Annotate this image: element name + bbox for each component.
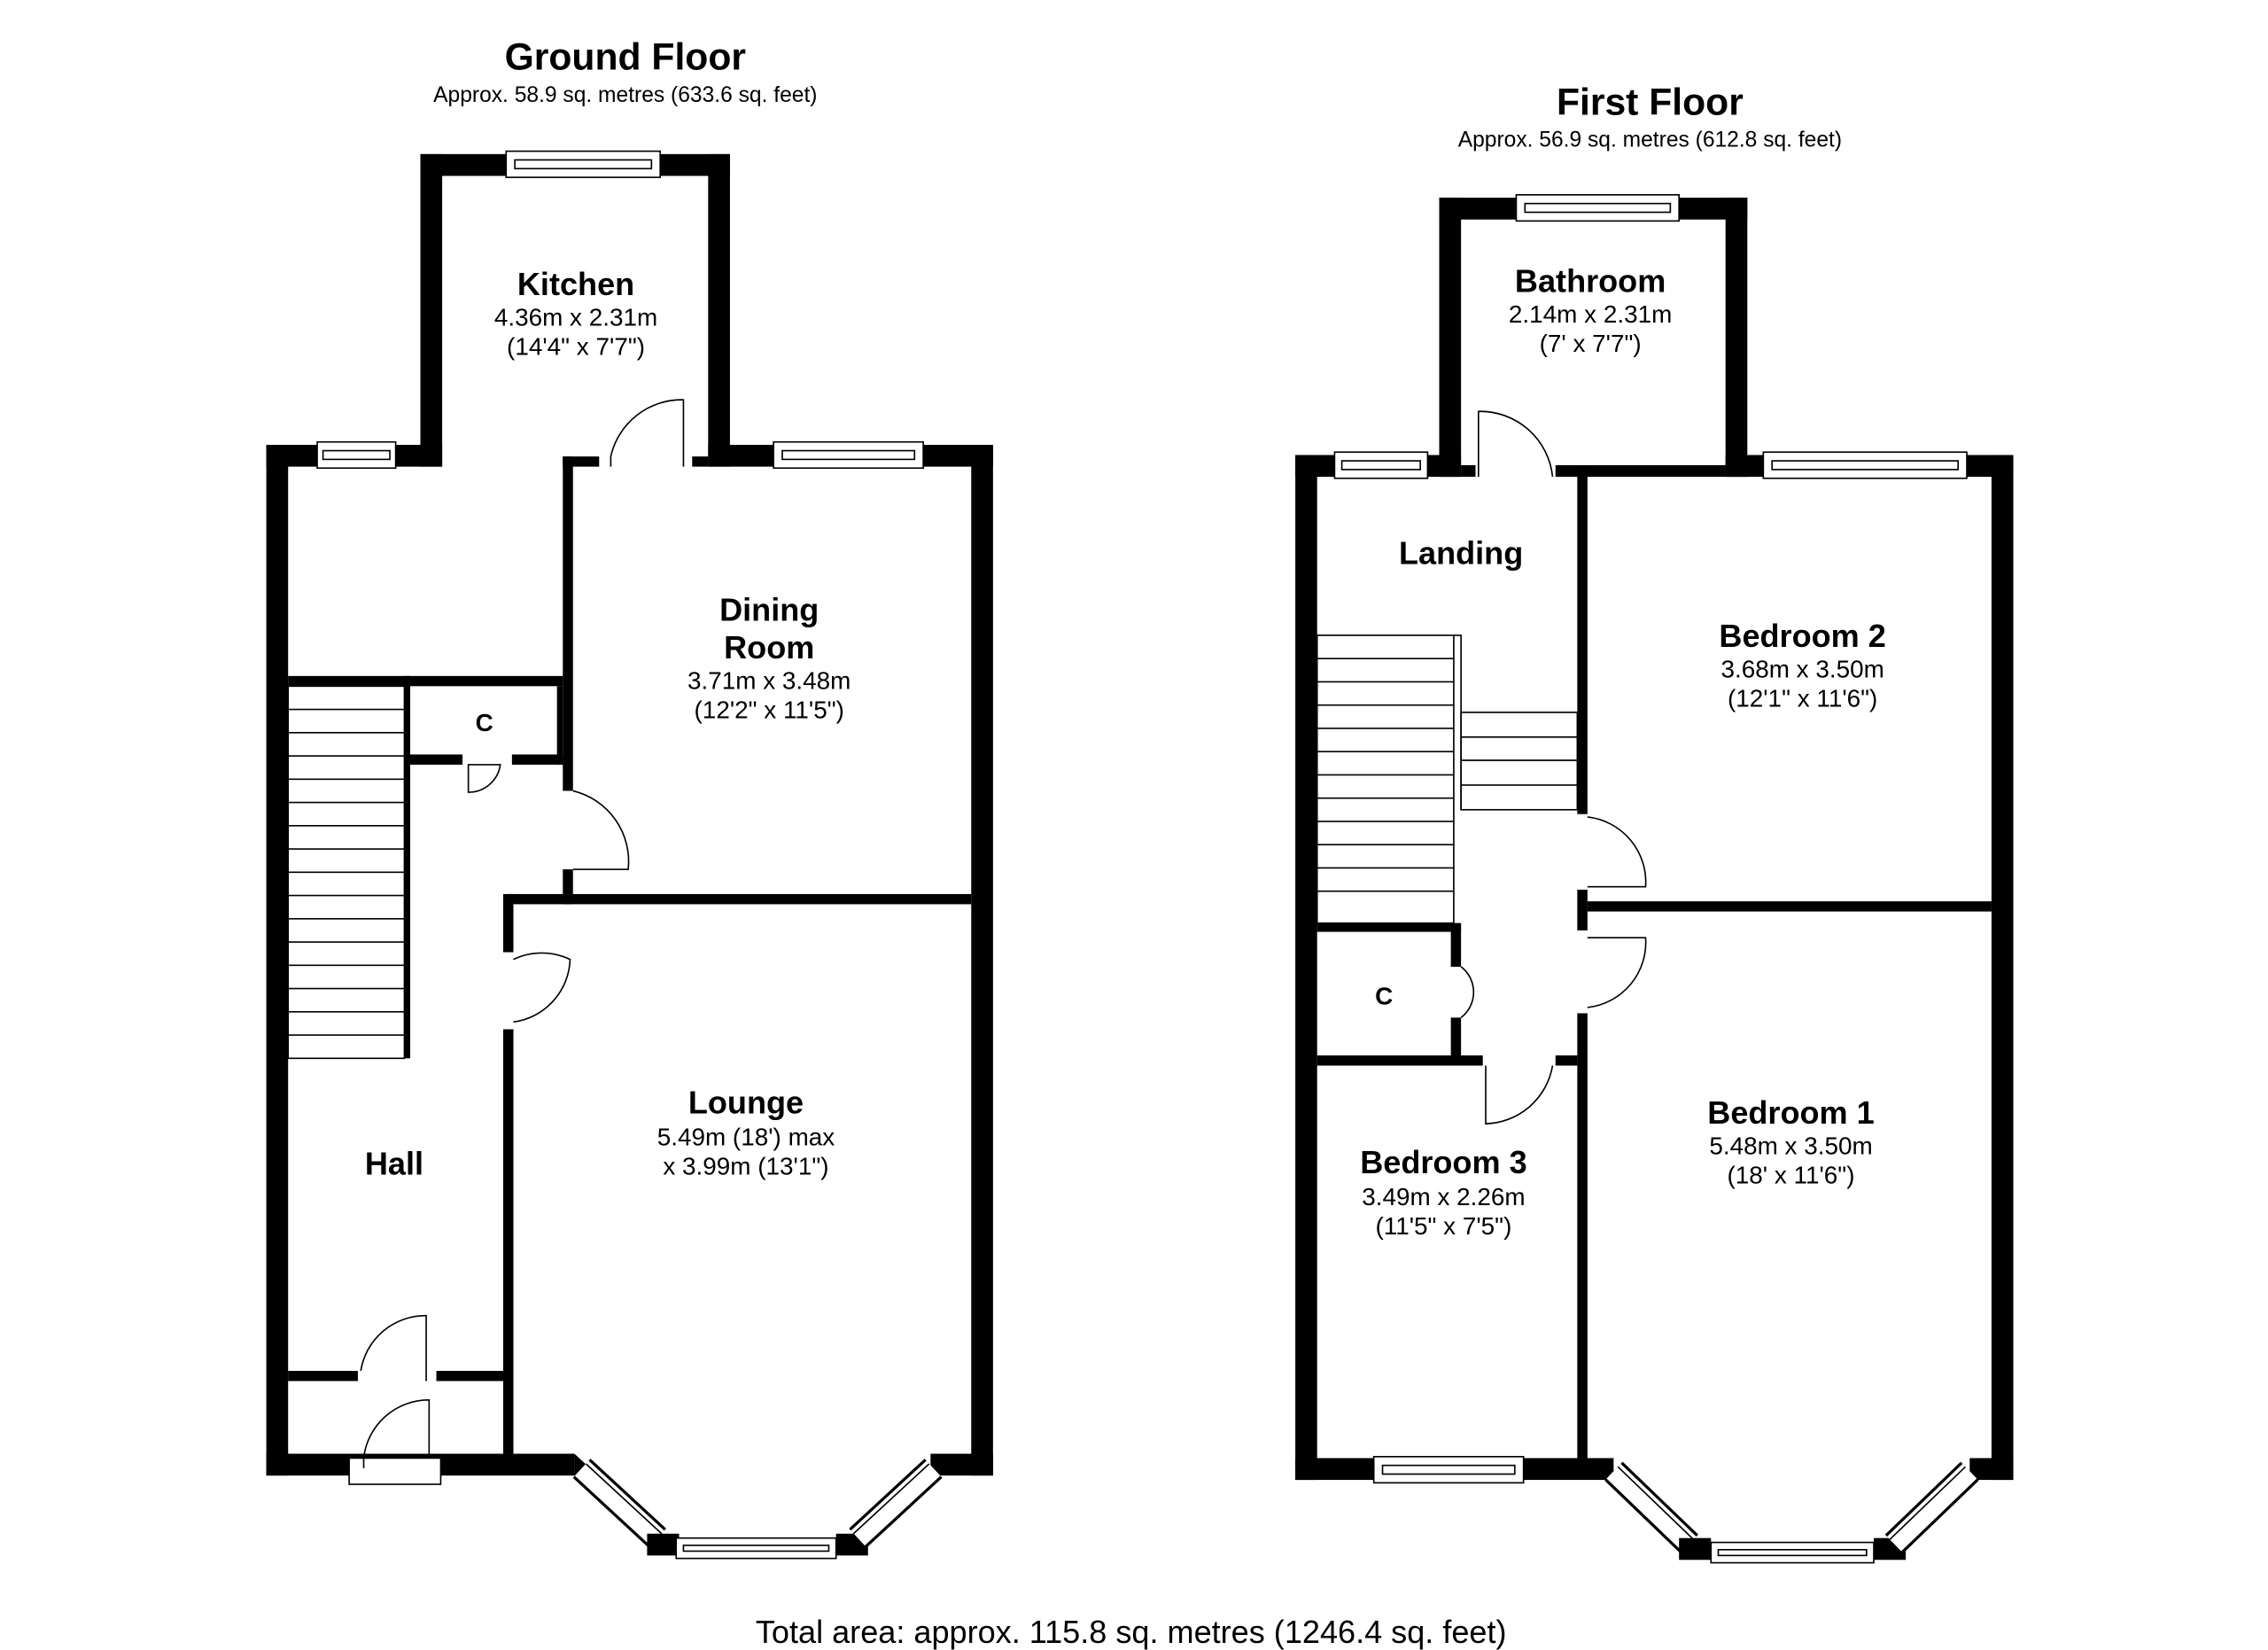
room-label-lounge: Lounge — [688, 1085, 804, 1121]
first-floor-area: Approx. 56.9 sq. metres (612.8 sq. feet) — [1458, 128, 1842, 152]
room-dim-bedroom-1-ft: (18' x 11'6") — [1728, 1161, 1855, 1188]
bay-window — [1604, 1461, 1979, 1564]
room-label-bathroom: Bathroom — [1515, 263, 1666, 300]
room-label-landing: Landing — [1399, 535, 1523, 572]
room-dim-bedroom-3-ft: (11'5" x 7'5") — [1375, 1212, 1511, 1240]
room-dim-dining-m: 3.71m x 3.48m — [687, 667, 850, 695]
room-dim-bedroom-2-ft: (12'1" x 11'6") — [1728, 684, 1877, 712]
room-dim-bedroom-2-m: 3.68m x 3.50m — [1720, 655, 1884, 682]
room-label-cupboard: C — [1375, 983, 1393, 1010]
window — [1762, 451, 1968, 479]
window — [1372, 1455, 1525, 1484]
room-dim-bathroom-m: 2.14m x 2.31m — [1509, 300, 1672, 328]
ground-floor-area: Approx. 58.9 sq. metres (633.6 sq. feet) — [433, 83, 817, 107]
room-dim-kitchen-ft: (14'4" x 7'7") — [507, 332, 645, 360]
room-dim-lounge-m: 5.49m (18') max — [657, 1124, 835, 1151]
room-label-bedroom-2: Bedroom 2 — [1719, 618, 1885, 654]
first-floor-plan: Bathroom 2.14m x 2.31m (7' x 7'7") Landi… — [1295, 194, 2014, 1564]
room-dim-bedroom-3-m: 3.49m x 2.26m — [1362, 1183, 1525, 1210]
ground-floor-plan: Kitchen 4.36m x 2.31m (14'4" x 7'7") Din… — [266, 150, 993, 1560]
room-label-dining-2: Room — [724, 629, 814, 665]
room-label-cupboard: C — [476, 709, 493, 736]
bay-window — [572, 1453, 943, 1560]
front-door — [348, 1399, 442, 1485]
ground-floor-title: Ground Floor — [505, 36, 746, 79]
staircase — [287, 685, 406, 1060]
staircase — [1316, 634, 1579, 924]
room-dim-bathroom-ft: (7' x 7'7") — [1540, 330, 1642, 357]
room-label-dining: Dining — [719, 592, 819, 628]
window — [505, 150, 662, 178]
room-label-hall: Hall — [365, 1146, 423, 1182]
window — [773, 440, 924, 470]
room-dim-bedroom-1-m: 5.48m x 3.50m — [1709, 1132, 1872, 1160]
window — [1515, 194, 1681, 222]
room-dim-dining-ft: (12'2" x 11'5") — [695, 696, 844, 723]
room-dim-kitchen-m: 4.36m x 2.31m — [494, 303, 657, 331]
room-label-bedroom-3: Bedroom 3 — [1360, 1144, 1526, 1180]
total-area: Total area: approx. 115.8 sq. metres (12… — [756, 1614, 1507, 1650]
room-label-bedroom-1: Bedroom 1 — [1707, 1094, 1874, 1131]
window — [316, 440, 397, 470]
room-dim-lounge-ft: x 3.99m (13'1") — [663, 1153, 828, 1180]
first-floor-title: First Floor — [1557, 82, 1744, 124]
room-label-kitchen: Kitchen — [517, 266, 634, 302]
window — [1333, 451, 1429, 479]
